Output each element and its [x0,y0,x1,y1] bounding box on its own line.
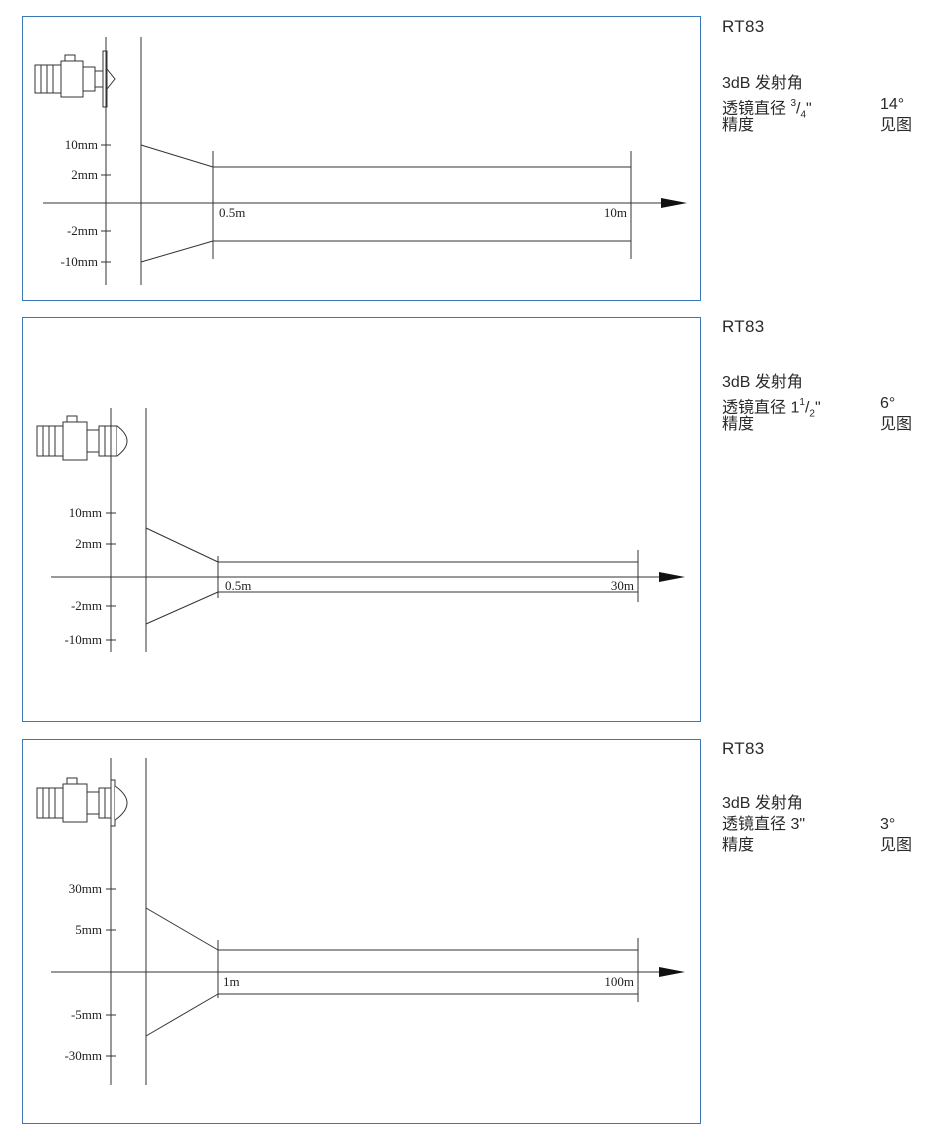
y-label-1: 30mm [69,881,102,896]
spec-row-accuracy: 精度 见图 [722,835,922,856]
y-label-3: -5mm [71,1007,102,1022]
radar-sensor-icon [36,415,128,461]
x-axis-arrow [659,572,685,582]
spec-row-lens: 透镜直径 3" 3° [722,814,922,835]
x-start-label: 0.5m [219,205,245,220]
spec-row-lens: 透镜直径 11/2" 6° [722,393,922,420]
spec-lens-value: 6° [880,395,896,412]
x-axis-arrow [661,198,687,208]
spec-row-accuracy: 精度 见图 [722,115,922,136]
diagram-frame: 10mm 2mm -2mm -10mm 0.5m 30m [22,317,701,722]
x-end-label: 100m [604,974,634,989]
y-label-3: -2mm [67,223,98,238]
spec-panel: RT83 3dB 发射角 透镜直径 11/2" 6° 精度 见图 [722,316,922,446]
spec-lens-label: 透镜直径 3" [722,816,806,833]
x-end-label: 10m [604,205,627,220]
spec-accuracy-label: 精度 [722,837,755,854]
diagram-frame: 30mm 5mm -5mm -30mm 1m 100m [22,739,701,1124]
spec-lens-label: 透镜直径 3/4" [722,98,812,121]
accuracy-plot: 10mm 2mm -2mm -10mm 0.5m 30m [36,408,685,652]
spec-row-angle: 3dB 发射角 [722,372,922,393]
y-label-4: -30mm [64,1048,102,1063]
y-label-1: 10mm [69,505,102,520]
y-label-1: 10mm [65,137,98,152]
spec-accuracy-value: 见图 [880,416,913,433]
model-name: RT83 [722,17,765,36]
accuracy-plot: 10mm 2mm -2mm -10mm 0.5m 10m [34,37,687,285]
spec-lens-label: 透镜直径 11/2" [722,397,821,420]
spec-row-angle: 3dB 发射角 [722,793,922,814]
y-label-2: 2mm [75,536,102,551]
spec-accuracy-value: 见图 [880,837,913,854]
x-start-label: 0.5m [225,578,251,593]
radar-sensor-icon [36,777,128,827]
spec-angle-label: 3dB 发射角 [722,374,803,391]
y-label-2: 5mm [75,922,102,937]
accuracy-envelope [145,907,639,1037]
spec-accuracy-value: 见图 [880,117,913,134]
spec-lens-value: 14° [880,96,905,113]
spec-accuracy-label: 精度 [722,117,755,134]
accuracy-envelope [145,527,639,625]
accuracy-plot: 30mm 5mm -5mm -30mm 1m 100m [36,758,685,1085]
radar-sensor-icon [34,50,116,108]
model-name: RT83 [722,317,765,336]
model-name: RT83 [722,739,765,758]
y-label-4: -10mm [60,254,98,269]
x-axis-arrow [659,967,685,977]
x-start-label: 1m [223,974,240,989]
spec-lens-value: 3° [880,816,896,833]
spec-angle-label: 3dB 发射角 [722,795,803,812]
x-end-label: 30m [611,578,634,593]
diagram-frame: 10mm 2mm -2mm -10mm 0.5m 10m [22,16,701,301]
spec-angle-label: 3dB 发射角 [722,75,803,92]
spec-row-accuracy: 精度 见图 [722,414,922,435]
spec-panel: RT83 3dB 发射角 透镜直径 3" 3° 精度 见图 [722,738,922,868]
accuracy-envelope [140,144,632,263]
y-label-2: 2mm [71,167,98,182]
spec-row-angle: 3dB 发射角 [722,73,922,94]
spec-accuracy-label: 精度 [722,416,755,433]
y-label-4: -10mm [64,632,102,647]
spec-panel: RT83 3dB 发射角 透镜直径 3/4" 14° 精度 见图 [722,16,922,146]
y-label-3: -2mm [71,598,102,613]
spec-row-lens: 透镜直径 3/4" 14° [722,94,922,121]
